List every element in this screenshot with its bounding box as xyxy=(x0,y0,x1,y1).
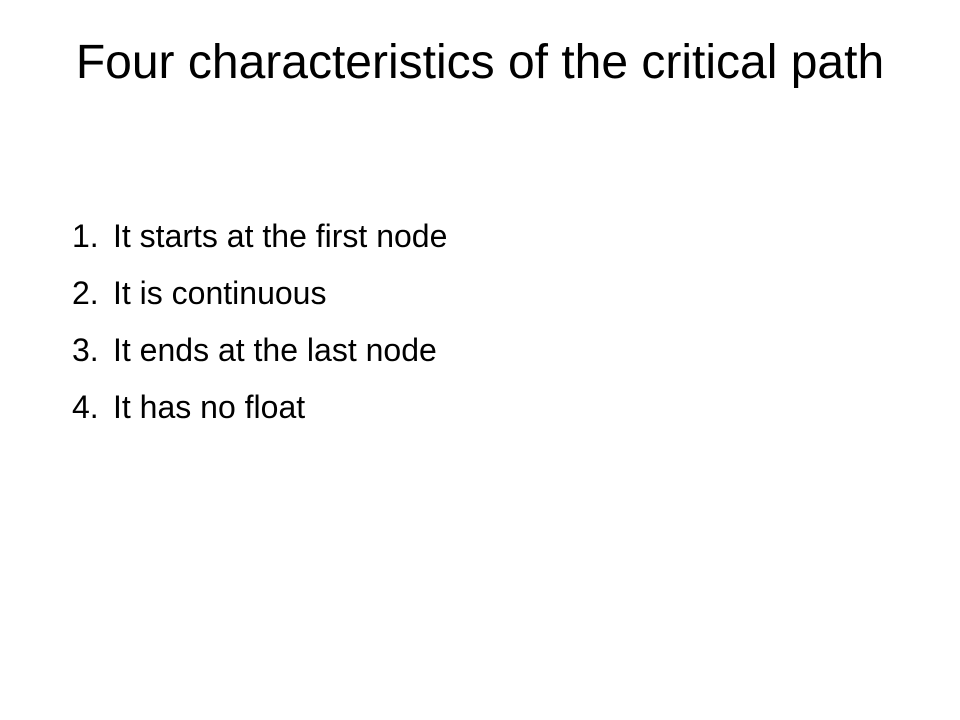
list-item-text: It is continuous xyxy=(113,275,327,311)
list-item-number: 1. xyxy=(72,218,99,254)
list-item: 4. It has no float xyxy=(72,381,888,438)
list-item-number: 3. xyxy=(72,332,99,368)
list-item: 3. It ends at the last node xyxy=(72,324,888,381)
list-item-number: 2. xyxy=(72,275,99,311)
list-item-text: It has no float xyxy=(113,389,306,425)
list-item-text: It starts at the first node xyxy=(113,218,448,254)
list-item-text: It ends at the last node xyxy=(113,332,437,368)
list-item-number: 4. xyxy=(72,389,99,425)
slide-title: Four characteristics of the critical pat… xyxy=(75,36,885,89)
characteristics-list: 1. It starts at the first node 2. It is … xyxy=(72,210,888,438)
list-item: 2. It is continuous xyxy=(72,267,888,324)
list-item: 1. It starts at the first node xyxy=(72,210,888,267)
